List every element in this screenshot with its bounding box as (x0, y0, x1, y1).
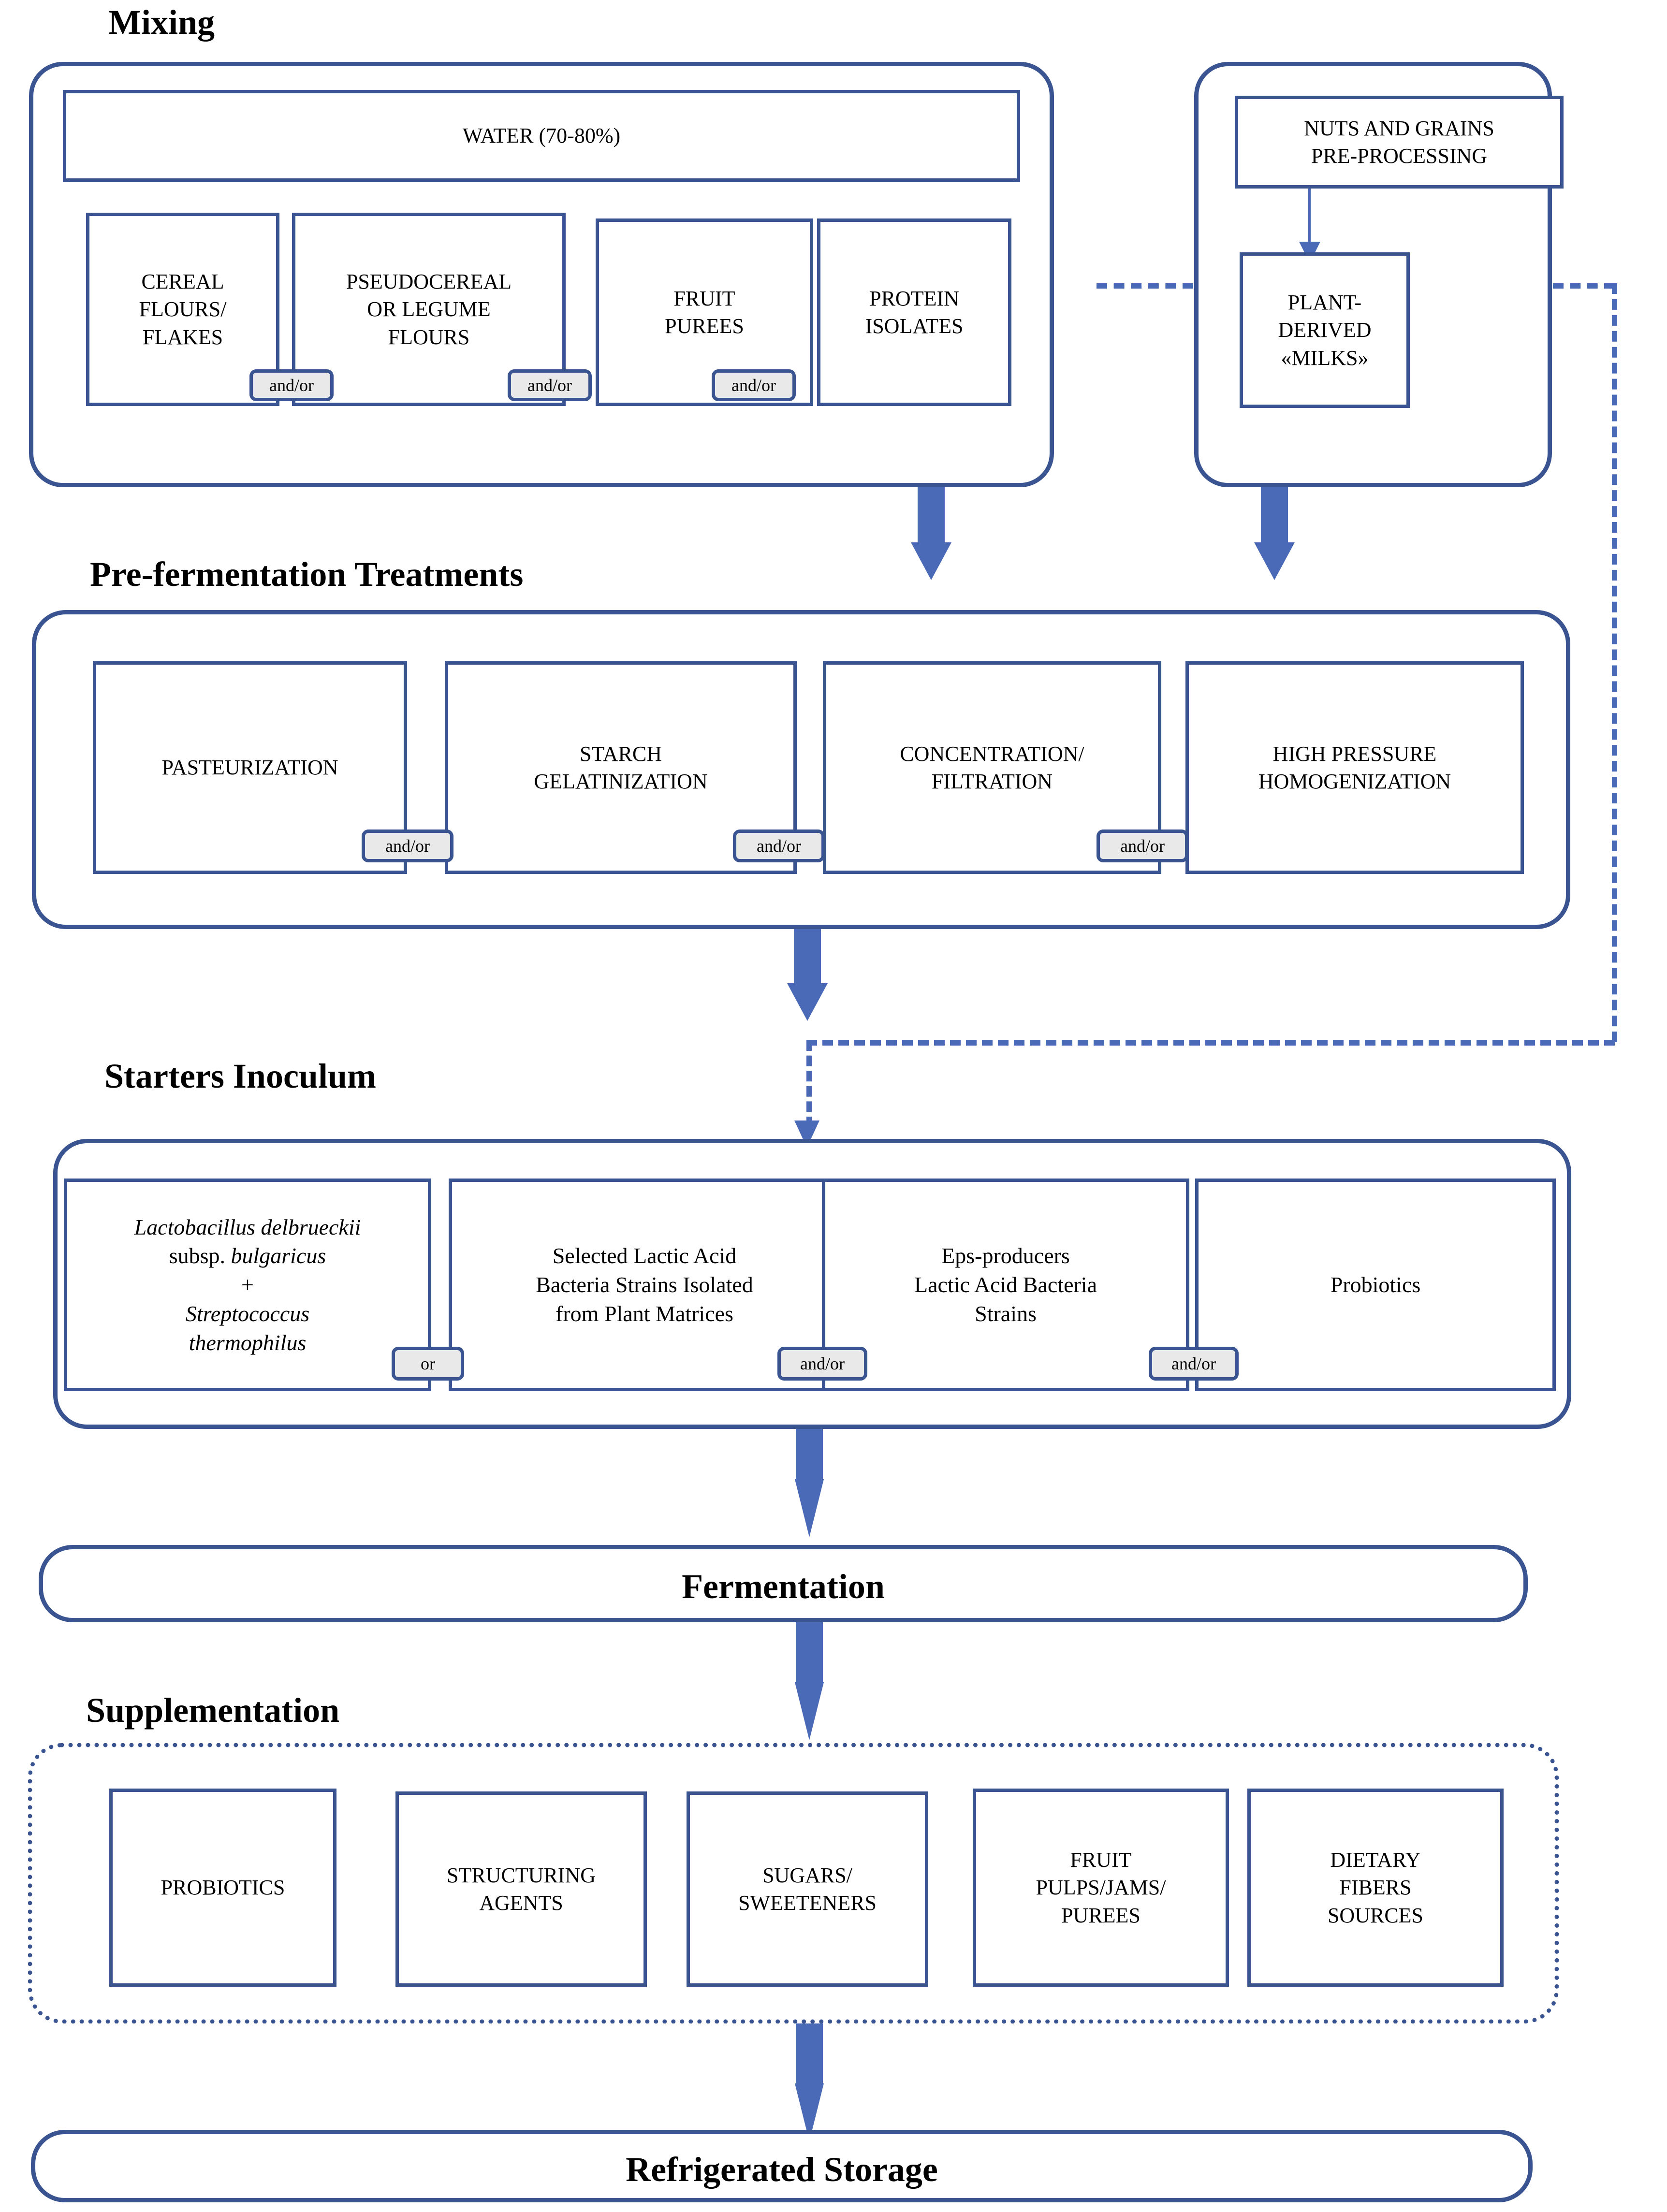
connector-badge-mixing-2[interactable]: and/or (508, 369, 592, 401)
arrow-shaft-side-to-prefermentation (1261, 487, 1288, 545)
box-pseudocereal-legume-flours-label: PSEUDOCEREAL OR LEGUME FLOURS (346, 270, 512, 349)
box-starter-eps-producers[interactable]: Eps-producers Lactic Acid Bacteria Strai… (822, 1179, 1189, 1391)
dashed-link-side-to-right-rail (1553, 283, 1615, 289)
arrow-shaft-fermentation-to-supplementation (796, 1622, 823, 1685)
connector-badge-starters-1[interactable]: or (392, 1347, 464, 1381)
section-title-pre-fermentation: Pre-fermentation Treatments (90, 555, 524, 594)
arrow-head-prefermentation-to-starters (787, 983, 828, 1021)
box-starter-probiotics-label: Probiotics (1330, 1272, 1421, 1297)
connector-badge-prefermentation-1[interactable]: and/or (362, 830, 453, 862)
box-cereal-flours[interactable]: CEREAL FLOURS/ FLAKES (86, 213, 279, 406)
connector-badge-starters-3[interactable]: and/or (1149, 1347, 1239, 1381)
stage-fermentation-heading: Fermentation (682, 1567, 885, 1606)
box-water[interactable]: WATER (70-80%) (63, 90, 1020, 182)
section-title-supplementation: Supplementation (86, 1691, 340, 1730)
dashed-link-mixing-to-side (1097, 283, 1193, 289)
section-title-mixing: Mixing (108, 3, 215, 42)
box-protein-isolates-label: PROTEIN ISOLATES (865, 286, 964, 338)
box-supplement-fruit-pulps-jams-purees-label: FRUIT PULPS/JAMS/ PUREES (1036, 1848, 1166, 1927)
arrow-shaft-supplementation-to-storage (796, 2023, 823, 2086)
box-starter-probiotics[interactable]: Probiotics (1195, 1179, 1556, 1391)
box-plant-derived-milks[interactable]: PLANT- DERIVED «MILKS» (1240, 252, 1410, 408)
connector-badge-prefermentation-3[interactable]: and/or (1097, 830, 1188, 862)
arrow-shaft-prefermentation-to-starters (794, 929, 821, 986)
stage-refrigerated-storage: Refrigerated Storage (31, 2130, 1533, 2202)
box-plant-derived-milks-label: PLANT- DERIVED «MILKS» (1278, 291, 1372, 370)
connector-badge-mixing-1[interactable]: and/or (249, 369, 334, 401)
connector-badge-prefermentation-2[interactable]: and/or (733, 830, 825, 862)
box-supplement-structuring-agents[interactable]: STRUCTURING AGENTS (395, 1791, 647, 1987)
box-supplement-sugars-sweeteners[interactable]: SUGARS/ SWEETENERS (687, 1791, 928, 1987)
stage-refrigerated-storage-heading: Refrigerated Storage (626, 2150, 938, 2189)
box-supplement-dietary-fibers-sources[interactable]: DIETARY FIBERS SOURCES (1247, 1789, 1504, 1987)
box-supplement-fruit-pulps-jams-purees[interactable]: FRUIT PULPS/JAMS/ PUREES (973, 1789, 1229, 1987)
box-high-pressure-homogenization-label: HIGH PRESSURE HOMOGENIZATION (1258, 742, 1451, 793)
box-concentration-filtration-label: CONCENTRATION/ FILTRATION (900, 742, 1084, 793)
dashed-right-rail (1612, 283, 1617, 1042)
arrow-head-fermentation-to-supplementation (795, 1682, 824, 1740)
stage-fermentation: Fermentation (39, 1545, 1528, 1622)
box-high-pressure-homogenization[interactable]: HIGH PRESSURE HOMOGENIZATION (1185, 661, 1524, 874)
dashed-return-horizontal (806, 1040, 1615, 1046)
arrow-shaft-mixing-to-prefermentation (918, 487, 945, 545)
box-fruit-purees-label: FRUIT PUREES (665, 286, 744, 338)
box-supplement-dietary-fibers-sources-label: DIETARY FIBERS SOURCES (1327, 1848, 1424, 1927)
box-pasteurization-label: PASTEURIZATION (161, 756, 338, 780)
section-title-starters: Starters Inoculum (104, 1057, 376, 1095)
box-starter-selected-lab-strains-label: Selected Lactic Acid Bacteria Strains Is… (536, 1243, 753, 1326)
box-nuts-grains-preprocessing-label: NUTS AND GRAINS PRE-PROCESSING (1304, 116, 1494, 168)
box-starter-eps-producers-label: Eps-producers Lactic Acid Bacteria Strai… (914, 1243, 1097, 1326)
arrow-shaft-starters-to-fermentation (796, 1429, 823, 1482)
box-nuts-grains-preprocessing[interactable]: NUTS AND GRAINS PRE-PROCESSING (1235, 96, 1564, 189)
box-supplement-structuring-agents-label: STRUCTURING AGENTS (446, 1863, 596, 1915)
box-protein-isolates[interactable]: PROTEIN ISOLATES (817, 218, 1011, 406)
box-supplement-probiotics[interactable]: PROBIOTICS (109, 1789, 336, 1987)
connector-badge-mixing-3[interactable]: and/or (712, 369, 796, 401)
box-supplement-sugars-sweeteners-label: SUGARS/ SWEETENERS (738, 1863, 877, 1915)
connector-badge-starters-2[interactable]: and/or (777, 1347, 867, 1381)
arrow-head-mixing-to-prefermentation (911, 542, 951, 580)
arrow-head-side-to-prefermentation (1254, 542, 1295, 580)
thin-connector-shaft (1308, 189, 1311, 246)
arrow-head-starters-to-fermentation (795, 1479, 824, 1537)
box-supplement-probiotics-label: PROBIOTICS (161, 1876, 285, 1900)
box-starch-gelatinization-label: STARCH GELATINIZATION (534, 742, 708, 793)
box-pasteurization[interactable]: PASTEURIZATION (93, 661, 407, 874)
box-water-label: WATER (70-80%) (462, 124, 621, 148)
dashed-return-drop (806, 1040, 812, 1127)
box-cereal-flours-label: CEREAL FLOURS/ FLAKES (139, 270, 227, 349)
